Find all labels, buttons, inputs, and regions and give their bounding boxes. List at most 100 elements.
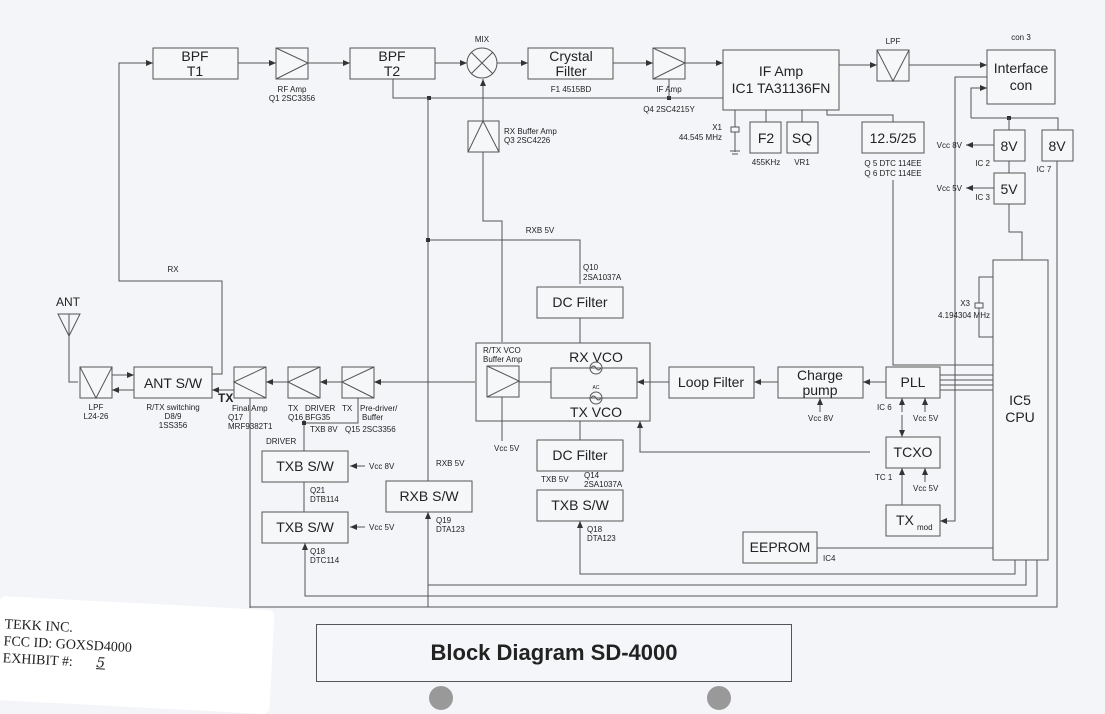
txb-sw-5v-label: TXB S/W <box>276 519 334 535</box>
predriver-block: TX Pre-driver/ Buffer Q15 2SC3356 <box>340 366 398 434</box>
ant-label: ANT <box>56 295 81 309</box>
txb-sw-right-part1: Q18 <box>587 525 603 534</box>
if-amp-ic1-part: IC1 TA31136FN <box>732 80 831 96</box>
bpf-t2-sub: T2 <box>384 63 401 79</box>
rx-buffer-label: RX Buffer Amp <box>504 127 557 136</box>
loop-filter-label: Loop Filter <box>678 374 744 390</box>
exhibit-label-card: TEKK INC. FCC ID: GOXSD4000 EXHIBIT #: 5 <box>0 596 275 714</box>
rxb-5v-top-label: RXB 5V <box>526 226 555 235</box>
interface-con-block: Interface con con 3 <box>986 33 1056 105</box>
tcxo-ref: TC 1 <box>875 473 893 482</box>
if-amp-part: Q4 2SC4215Y <box>643 105 695 114</box>
punch-hole <box>707 686 731 710</box>
dc-filter-tx-part1: Q14 <box>584 471 600 480</box>
ant-sw-sub1: R/TX switching <box>146 403 199 412</box>
final-amp-block: Final Amp Q17 MRF9382T1 <box>228 366 273 431</box>
txb-sw-8v-part2: DTB114 <box>310 495 339 504</box>
bpf-t1-label: BPF <box>181 48 208 64</box>
ac-label: AC <box>593 385 600 391</box>
filter-icon <box>79 366 113 400</box>
txb-sw-8v-part1: Q21 <box>310 486 326 495</box>
cpu-label: IC5 <box>1009 392 1031 408</box>
txb-sw-8v-label: TXB S/W <box>276 458 334 474</box>
ic3-ref: IC 3 <box>975 193 990 202</box>
charge-pump-label: Charge <box>797 367 843 383</box>
rx-buffer-part: Q3 2SC4226 <box>504 136 551 145</box>
reg-8v-ic7: 8V IC 7 <box>1037 129 1074 174</box>
ant-sw-sub2: D8/9 <box>165 412 182 421</box>
amplifier-icon <box>286 366 321 399</box>
tx-mod-sub: mod <box>917 523 933 532</box>
txb-sw-8v-block: TXB S/W Vcc 8V Q21 DTB114 <box>261 450 395 504</box>
ic7-ref: IC 7 <box>1037 165 1052 174</box>
dc-filter-rx-part1: Q10 <box>583 263 599 272</box>
eeprom-block: EEPROM IC4 <box>742 531 836 564</box>
rxb-sw-label: RXB S/W <box>399 488 459 504</box>
ch-sel-part1: Q 5 DTC 114EE <box>864 159 921 168</box>
crystal-x1: X1 44.545 MHz <box>679 110 740 155</box>
tx-path-label: TX <box>218 391 233 405</box>
driver-supply: TXB 8V <box>310 425 338 434</box>
txb-sw-8v-vcc: Vcc 8V <box>369 462 395 471</box>
predriver-part: Q15 2SC3356 <box>345 425 396 434</box>
crystal-filter-sub: Filter <box>555 63 586 79</box>
dc-filter-rx-block: DC Filter Q10 2SA1037A <box>536 263 624 319</box>
ant-sw-block: ANT S/W R/TX switching D8/9 1SS356 <box>133 366 213 430</box>
antenna: ANT <box>56 295 81 383</box>
pll-ref: IC 6 <box>877 403 892 412</box>
oscillator-icon <box>589 361 603 375</box>
txb-sw-5v-vcc: Vcc 5V <box>369 523 395 532</box>
bpf-t2-block: BPF T2 <box>349 47 436 80</box>
txb-sw-right-part2: DTA123 <box>587 534 616 543</box>
eeprom-ref: IC4 <box>823 554 836 563</box>
cpu-sub: CPU <box>1005 409 1035 425</box>
txb-sw-5v-part1: Q18 <box>310 547 326 556</box>
sq-sub: VR1 <box>794 158 810 167</box>
x3-freq: 4.194304 MHz <box>938 311 990 320</box>
reg-8v-ic7-label: 8V <box>1048 138 1066 154</box>
driver-part1: Q16 <box>288 413 304 422</box>
vcc-5v-out: Vcc 5V <box>937 184 963 193</box>
mixer-icon <box>470 51 494 75</box>
dc-filter-tx-part2: 2SA1037A <box>584 480 623 489</box>
x1-freq: 44.545 MHz <box>679 133 722 142</box>
channel-select-block: 12.5/25 Q 5 DTC 114EE Q 6 DTC 114EE <box>861 121 925 178</box>
driver-amp-block: TX DRIVER Q16 BFG35 TXB 8V DRIVER <box>266 366 338 446</box>
mix-label: MIX <box>475 35 490 44</box>
rf-amp-label: RF Amp <box>278 85 307 94</box>
dc-filter-rx-part2: 2SA1037A <box>583 273 622 282</box>
lpf-ant-label: LPF <box>89 403 104 412</box>
dc-filter-tx-block: DC Filter TXB 5V Q14 2SA1037A <box>536 439 624 489</box>
filter-icon <box>876 49 910 83</box>
dc-filter-rx-label: DC Filter <box>552 294 608 310</box>
amplifier-icon <box>340 366 375 399</box>
title-box: Block Diagram SD-4000 <box>316 624 792 682</box>
pll-vcc: Vcc 5V <box>913 414 939 423</box>
sq-block: SQ VR1 <box>786 110 819 167</box>
bpf-t1-block: BPF T1 <box>152 47 239 80</box>
punch-hole <box>429 686 453 710</box>
amplifier-icon <box>486 365 521 398</box>
predriver-tx: TX <box>342 404 353 413</box>
pll-block: PLL IC 6 Vcc 5V <box>877 366 941 423</box>
rx-buffer-block: RX Buffer Amp Q3 2SC4226 <box>467 119 557 153</box>
interface-ref: con 3 <box>1011 33 1031 42</box>
dc-filter-tx-supply: TXB 5V <box>541 475 569 484</box>
final-amp-part1: Q17 <box>228 413 244 422</box>
tcxo-vcc: Vcc 5V <box>913 484 939 493</box>
bpf-t1-sub: T1 <box>187 63 204 79</box>
final-amp-part2: MRF9382T1 <box>228 422 273 431</box>
ant-sw-sub3: 1SS356 <box>159 421 188 430</box>
lpf-ant-part: L24-26 <box>84 412 109 421</box>
txb-sw-5v-block: TXB S/W Vcc 5V Q18 DTC114 <box>261 511 395 565</box>
if-amp-ic1-block: IF Amp IC1 TA31136FN <box>722 49 840 111</box>
ic2-ref: IC 2 <box>975 159 990 168</box>
charge-pump-vcc: Vcc 8V <box>808 414 834 423</box>
interface-sub: con <box>1010 77 1033 93</box>
driver-tx: TX <box>288 404 299 413</box>
crystal-filter-block: Crystal Filter F1 4515BD <box>527 47 614 94</box>
rxb-sw-supply: RXB 5V <box>436 459 465 468</box>
rf-amp-block: RF Amp Q1 2SC3356 <box>269 47 316 103</box>
tx-vco-label: TX VCO <box>570 404 622 420</box>
if-amp-ic1-label: IF Amp <box>759 63 804 79</box>
